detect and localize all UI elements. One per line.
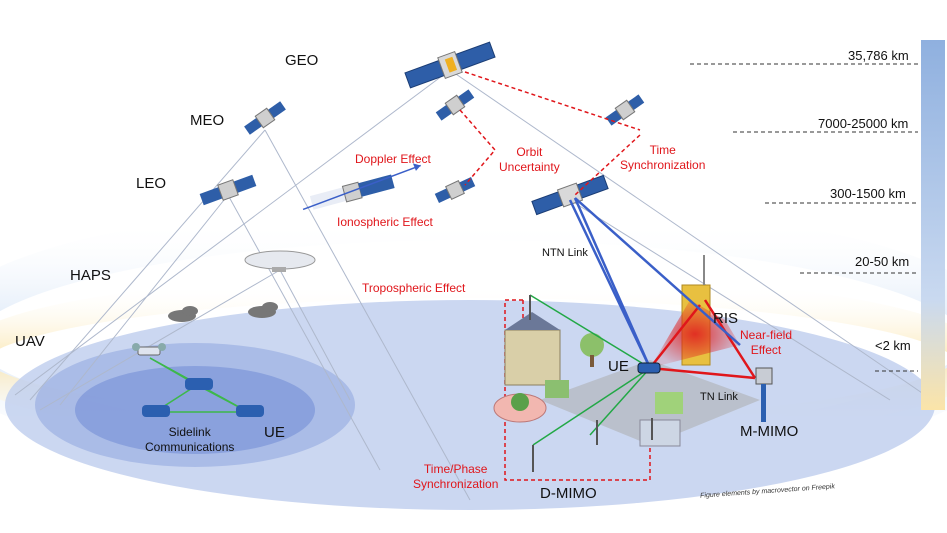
uav-label: UAV <box>15 333 45 350</box>
altitude-uav-label: <2 km <box>875 338 911 353</box>
ntn-satellite-icon <box>531 174 609 216</box>
ionospheric-effect-label: Ionospheric Effect <box>337 215 433 229</box>
ntn-links <box>568 197 741 369</box>
geo-satellite-icon <box>404 41 496 89</box>
d-mimo-antenna-icon <box>529 295 653 472</box>
ntn-link-label: NTN Link <box>542 247 588 259</box>
tn-links <box>649 299 757 380</box>
tropospheric-effect-label: Tropospheric Effect <box>362 281 466 295</box>
meo-label: MEO <box>190 112 225 129</box>
haps-label: HAPS <box>70 267 111 284</box>
altitude-meo-label: 7000-25000 km <box>818 116 909 131</box>
uav-cell-inner <box>75 366 315 454</box>
ue-car-icon <box>637 362 661 374</box>
leo-satellite-2-icon <box>434 177 476 203</box>
orbit-uncertainty-label: Orbit Uncertainty <box>499 145 560 174</box>
time-phase-sync-label: Time/Phase Synchronization <box>413 462 499 491</box>
altitude-markers <box>690 63 918 372</box>
d-mimo-links <box>529 294 651 446</box>
coverage-lines <box>14 69 926 501</box>
ris-reflection-beam <box>650 300 740 368</box>
altitude-haps-label: 20-50 km <box>855 254 910 269</box>
d-mimo-label: D-MIMO <box>540 485 597 502</box>
near-field-effect-label: Near-field Effect <box>740 328 793 357</box>
m-mimo-tower-icon <box>755 367 773 422</box>
sidelink-communications-label: Sidelink Communications <box>145 425 235 454</box>
ris-label: RIS <box>713 310 739 327</box>
doppler-effect-label: Doppler Effect <box>355 152 431 166</box>
leo-satellite-icon <box>199 174 257 206</box>
haps-airship-icon <box>244 250 316 272</box>
altitude-gradient-bar <box>921 40 945 410</box>
meo-satellite-3-icon <box>605 94 645 126</box>
leo-label: LEO <box>136 175 167 192</box>
altitude-geo-label: 35,786 km <box>848 48 909 63</box>
ue-left-label: UE <box>264 424 285 441</box>
leo-satellite-moving-icon <box>302 163 421 211</box>
ue-right-label: UE <box>608 358 629 375</box>
altitude-leo-label: 300-1500 km <box>830 186 906 201</box>
city-block <box>493 255 760 447</box>
m-mimo-label: M-MIMO <box>740 423 799 440</box>
tn-link-label: TN Link <box>700 391 738 403</box>
time-sync-label: Time Synchronization <box>620 143 706 172</box>
cloud-icon <box>168 302 278 322</box>
meo-satellite-icon <box>244 101 286 135</box>
uav-drone-icon <box>132 343 166 356</box>
car-icon <box>142 378 264 417</box>
geo-label: GEO <box>285 52 319 69</box>
meo-satellite-2-icon <box>435 89 475 121</box>
